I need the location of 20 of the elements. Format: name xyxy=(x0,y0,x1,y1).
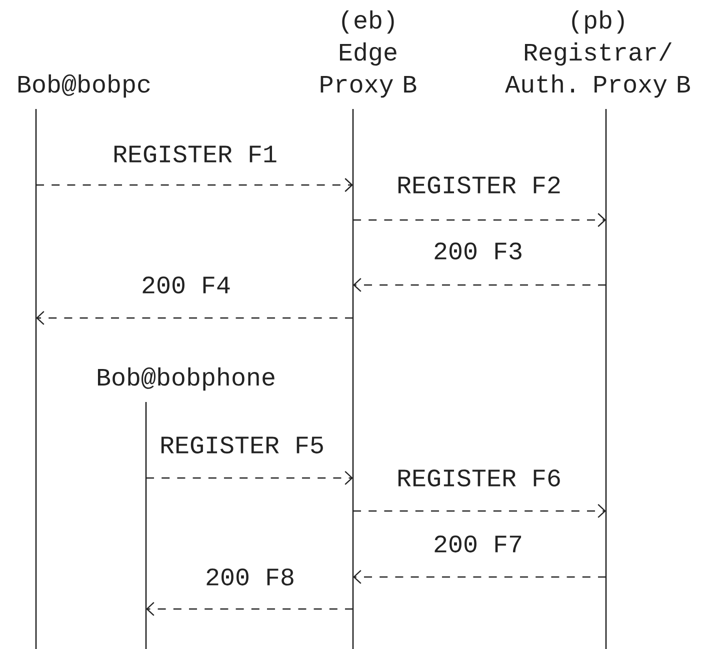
message-arrow xyxy=(353,213,606,227)
message-label: REGISTER F5 xyxy=(158,436,326,454)
participant-label: (eb) Edge Proxy B xyxy=(320,10,416,98)
message-arrow xyxy=(146,602,353,616)
message-arrow xyxy=(36,311,353,325)
participant-label: (pb) Registrar/ Auth. Proxy B xyxy=(505,10,690,98)
message-label: REGISTER F2 xyxy=(396,176,563,194)
participant-label: Bob@bobphone xyxy=(98,367,274,391)
message-arrow xyxy=(36,178,353,192)
message-label: REGISTER F6 xyxy=(396,468,563,488)
message-arrow xyxy=(146,471,353,485)
message-label: 200 F8 xyxy=(204,568,296,586)
message-label: 200 F3 xyxy=(432,242,524,260)
message-arrow xyxy=(353,278,606,292)
message-label: 200 F7 xyxy=(432,534,524,554)
message-arrow xyxy=(353,570,606,584)
message-label: REGISTER F1 xyxy=(112,144,279,164)
message-label: 200 F4 xyxy=(140,276,232,294)
participant-label: Bob@bobpc xyxy=(18,74,150,98)
message-arrow xyxy=(353,504,606,518)
